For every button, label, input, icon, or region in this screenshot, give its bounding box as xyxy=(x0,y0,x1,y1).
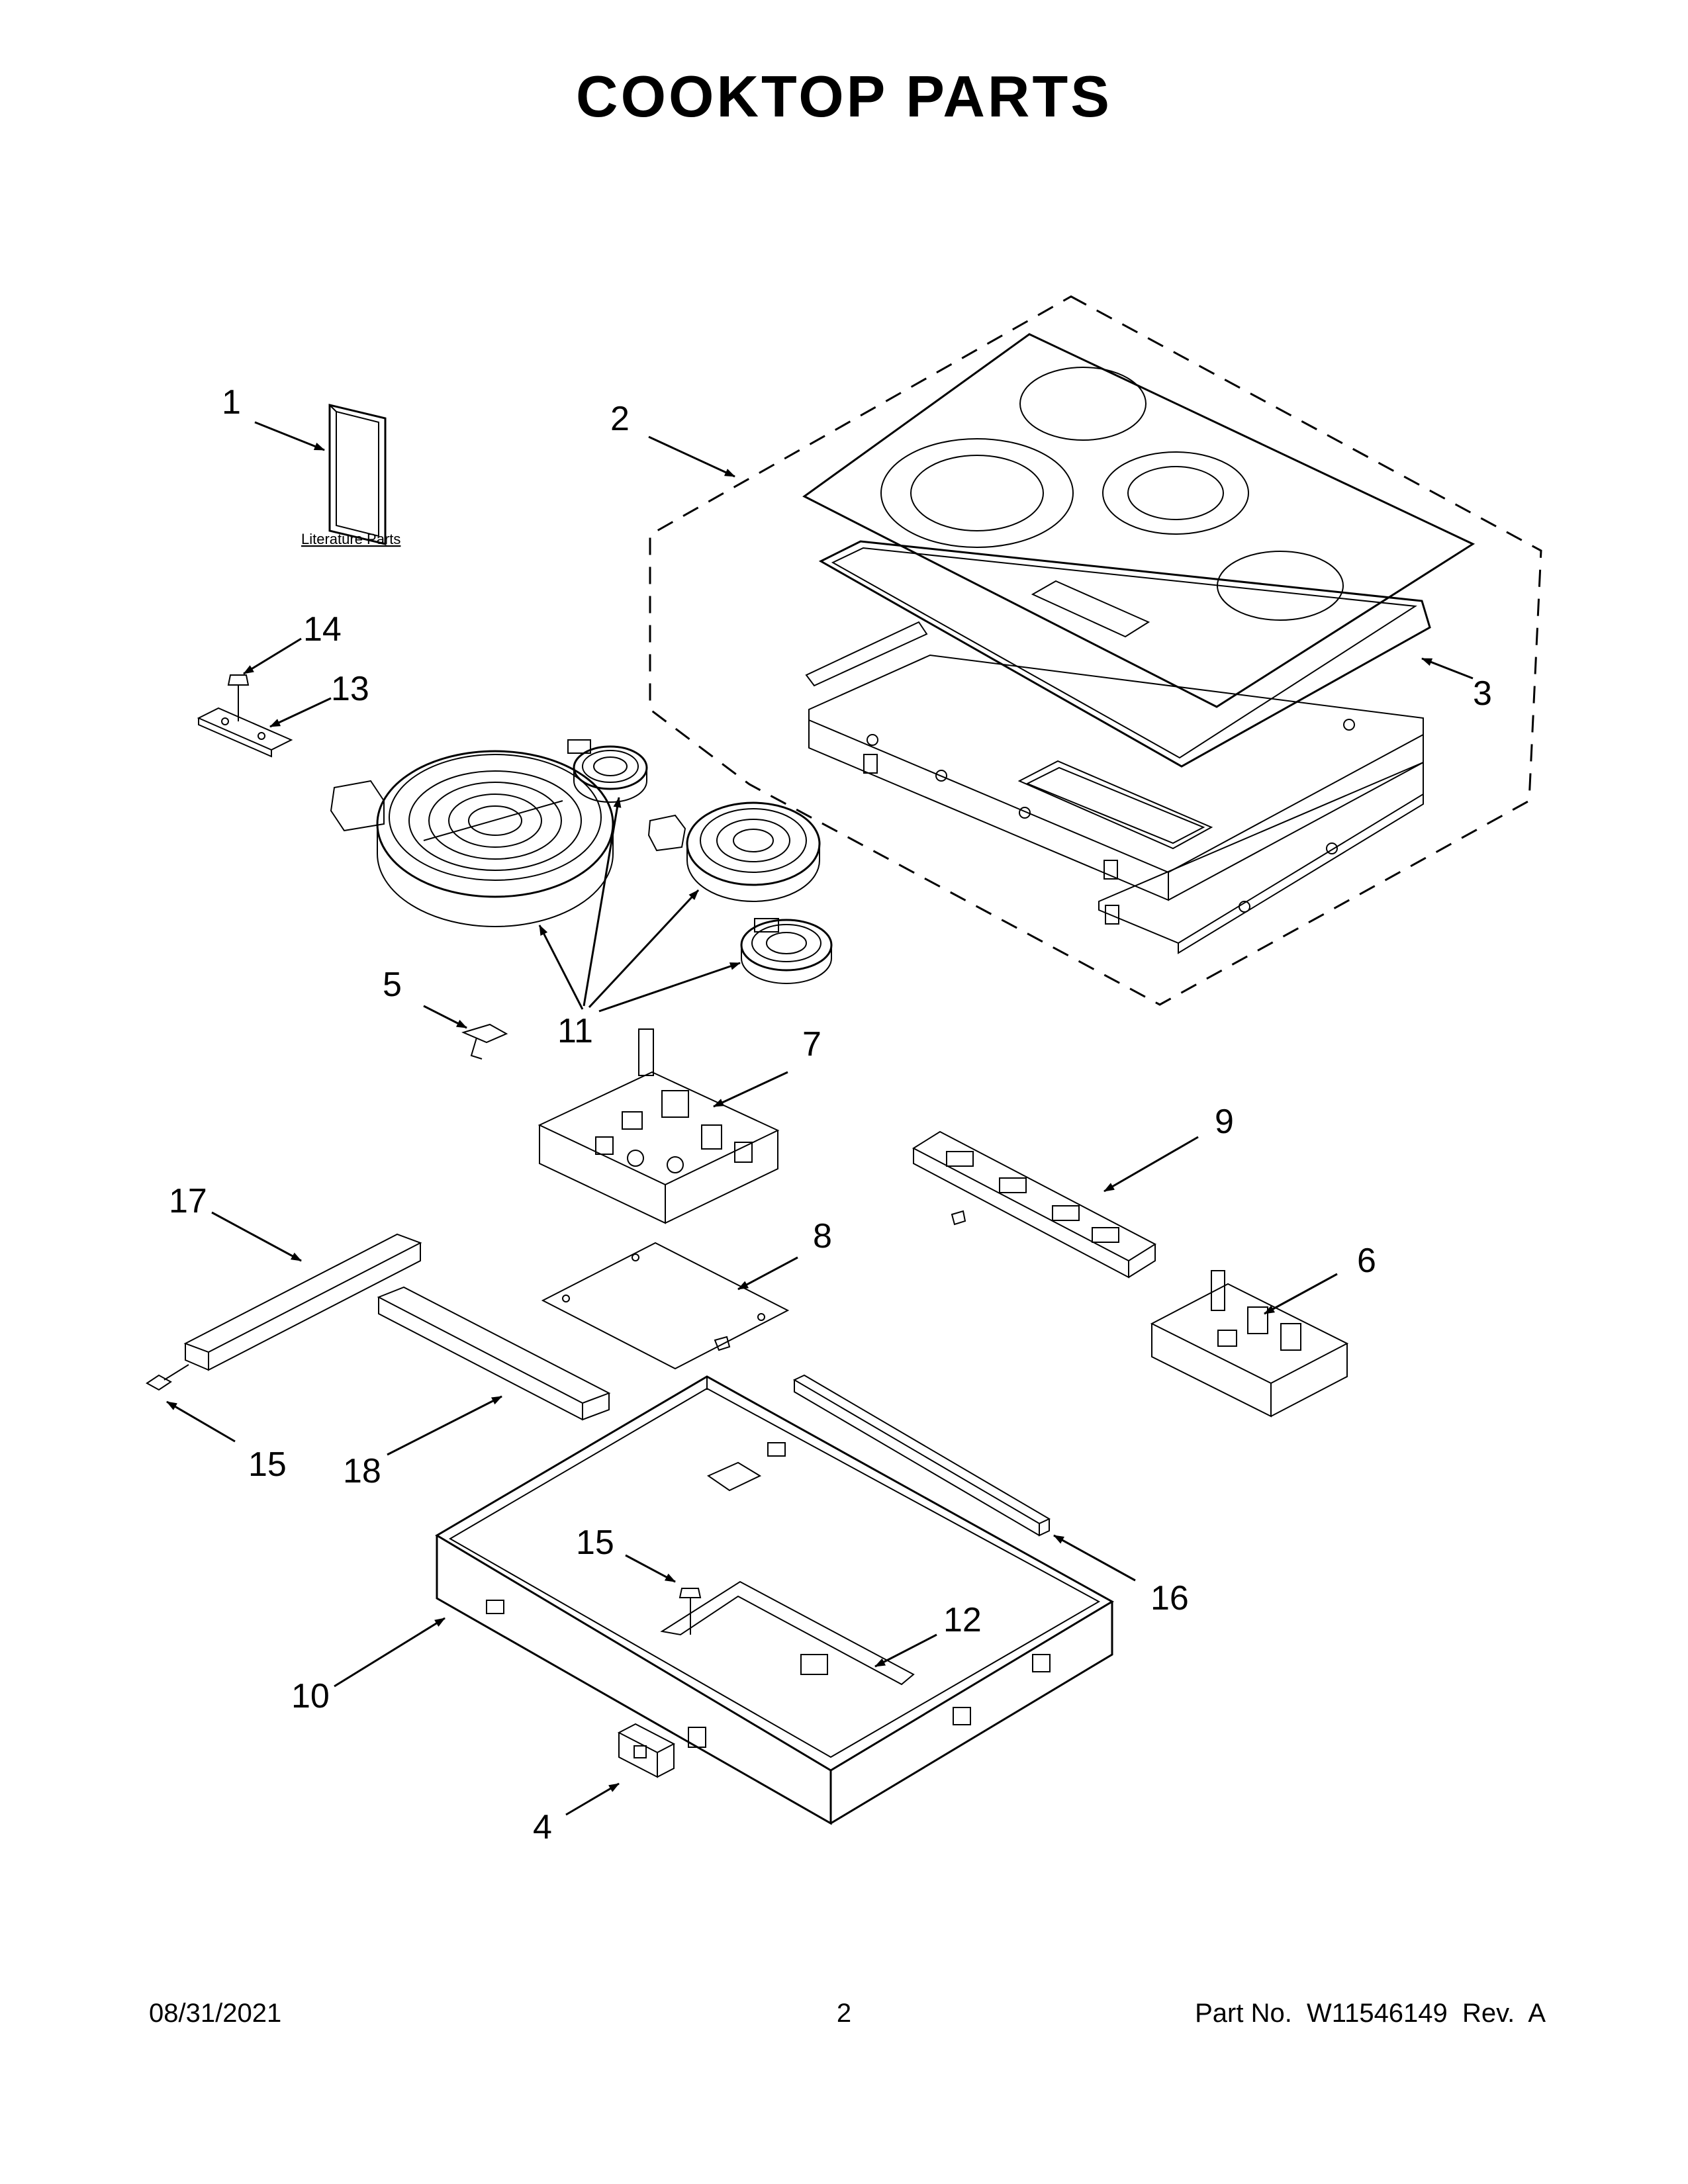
callout-15-center: 15 xyxy=(576,1524,614,1562)
relay-board xyxy=(1150,1270,1349,1418)
callout-10: 10 xyxy=(291,1677,330,1715)
bracket-screw xyxy=(227,674,250,721)
callout-18: 18 xyxy=(343,1452,381,1490)
callout-14: 14 xyxy=(303,610,342,649)
element-bracket xyxy=(197,707,293,758)
callout-2: 2 xyxy=(610,400,630,438)
callout-6: 6 xyxy=(1357,1242,1376,1280)
small-radiant-element-bottom xyxy=(740,918,833,984)
callout-7: 7 xyxy=(802,1025,821,1064)
terminal-block xyxy=(617,1723,676,1778)
mounting-screw-left xyxy=(146,1364,189,1391)
callout-11: 11 xyxy=(557,1012,593,1050)
callout-3: 3 xyxy=(1473,674,1492,713)
footer-date: 08/31/2021 xyxy=(149,1999,282,2028)
callout-12: 12 xyxy=(943,1601,982,1639)
literature-booklet xyxy=(328,404,387,545)
touch-control-board xyxy=(912,1130,1157,1279)
callout-15-left: 15 xyxy=(248,1445,287,1484)
element-clip xyxy=(461,1023,508,1060)
cooktop-box xyxy=(435,1375,1114,1825)
cooktop-frame xyxy=(805,621,1424,954)
callout-5: 5 xyxy=(383,966,402,1004)
electronic-control-board xyxy=(538,1028,780,1224)
callout-8: 8 xyxy=(813,1217,832,1255)
callout-16: 16 xyxy=(1150,1579,1189,1617)
callout-9: 9 xyxy=(1215,1103,1234,1141)
footer-part-number: Part No. W11546149 Rev. A xyxy=(1195,1999,1546,2028)
large-radiant-element xyxy=(330,750,614,927)
foam-strip xyxy=(792,1374,1051,1537)
medium-radiant-element xyxy=(647,801,821,902)
cooktop-gasket xyxy=(818,540,1431,768)
leader-lines xyxy=(166,421,1474,1816)
rear-mounting-bracket xyxy=(377,1286,611,1421)
page-title: COOKTOP PARTS xyxy=(576,64,1112,129)
literature-parts-caption: Literature Parts xyxy=(301,531,400,547)
glass-cooktop xyxy=(802,333,1476,708)
callout-4: 4 xyxy=(533,1808,552,1846)
board-shield xyxy=(541,1242,790,1370)
front-mounting-bracket xyxy=(183,1233,422,1371)
small-radiant-element-top xyxy=(567,739,648,803)
cooktop-assembly-boundary xyxy=(649,295,1542,1006)
callout-17: 17 xyxy=(169,1182,207,1220)
footer-page-number: 2 xyxy=(836,1999,852,2028)
callout-1: 1 xyxy=(222,383,241,422)
callout-13: 13 xyxy=(331,670,369,708)
